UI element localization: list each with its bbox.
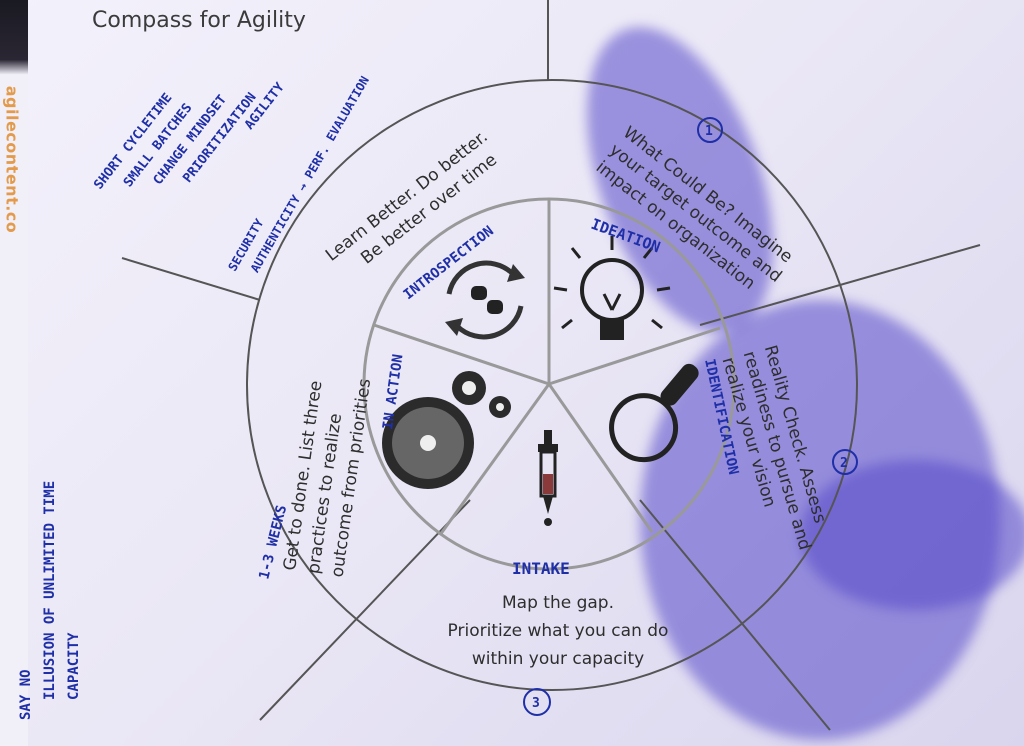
spoke-right — [548, 326, 721, 386]
number-circle-2 — [832, 449, 858, 475]
number-2: 2 — [840, 456, 848, 471]
done-text: Get to done. List three practices to rea… — [280, 377, 375, 578]
gap-line1: Map the gap. — [502, 593, 614, 613]
tag-ideation: IDEATION — [589, 215, 663, 257]
gears-icon — [382, 371, 511, 489]
left-strip — [0, 0, 28, 746]
tag-intake: INTAKE — [512, 559, 570, 578]
ideation-line2: your target outcome and — [605, 140, 785, 287]
inner-ring — [362, 197, 736, 571]
dropper-icon — [538, 430, 558, 526]
note-illusion: ILLUSION OF UNLIMITED TIME — [42, 481, 58, 700]
refresh-chat-icon — [445, 260, 525, 340]
note-capacity: CAPACITY — [66, 632, 82, 700]
spoke-lower-right — [547, 383, 654, 533]
gap-line3: within your capacity — [472, 649, 644, 669]
learn-text: Learn Better. Do better. Be better over … — [322, 127, 501, 269]
spoke-lower-left — [438, 383, 551, 536]
page-title: Compass for Agility — [92, 8, 306, 33]
divider-upper-left — [121, 257, 261, 301]
outer-ring — [246, 79, 858, 691]
magnifier-icon — [609, 363, 699, 463]
number-1: 1 — [705, 124, 713, 139]
number-3: 3 — [532, 696, 540, 711]
notes-left-group: SAY NO ILLUSION OF UNLIMITED TIME CAPACI… — [18, 481, 82, 720]
lightbulb-icon — [553, 236, 671, 340]
number-circle-3 — [523, 688, 551, 716]
hand-shadow-thumb — [800, 460, 1024, 610]
divider-right — [699, 244, 981, 326]
gap-text: Map the gap. Prioritize what you can do … — [448, 593, 669, 669]
spoke-upper-left — [373, 323, 550, 386]
gap-line2: Prioritize what you can do — [448, 621, 669, 641]
note-say-no: SAY NO — [18, 669, 34, 720]
notes-top-group: SHORT CYCLETIME SMALL BATCHES CHANGE MIN… — [91, 80, 287, 192]
number-circle-1 — [697, 117, 723, 143]
divider-lower-right — [639, 499, 831, 731]
divider-lower-left — [259, 499, 471, 721]
